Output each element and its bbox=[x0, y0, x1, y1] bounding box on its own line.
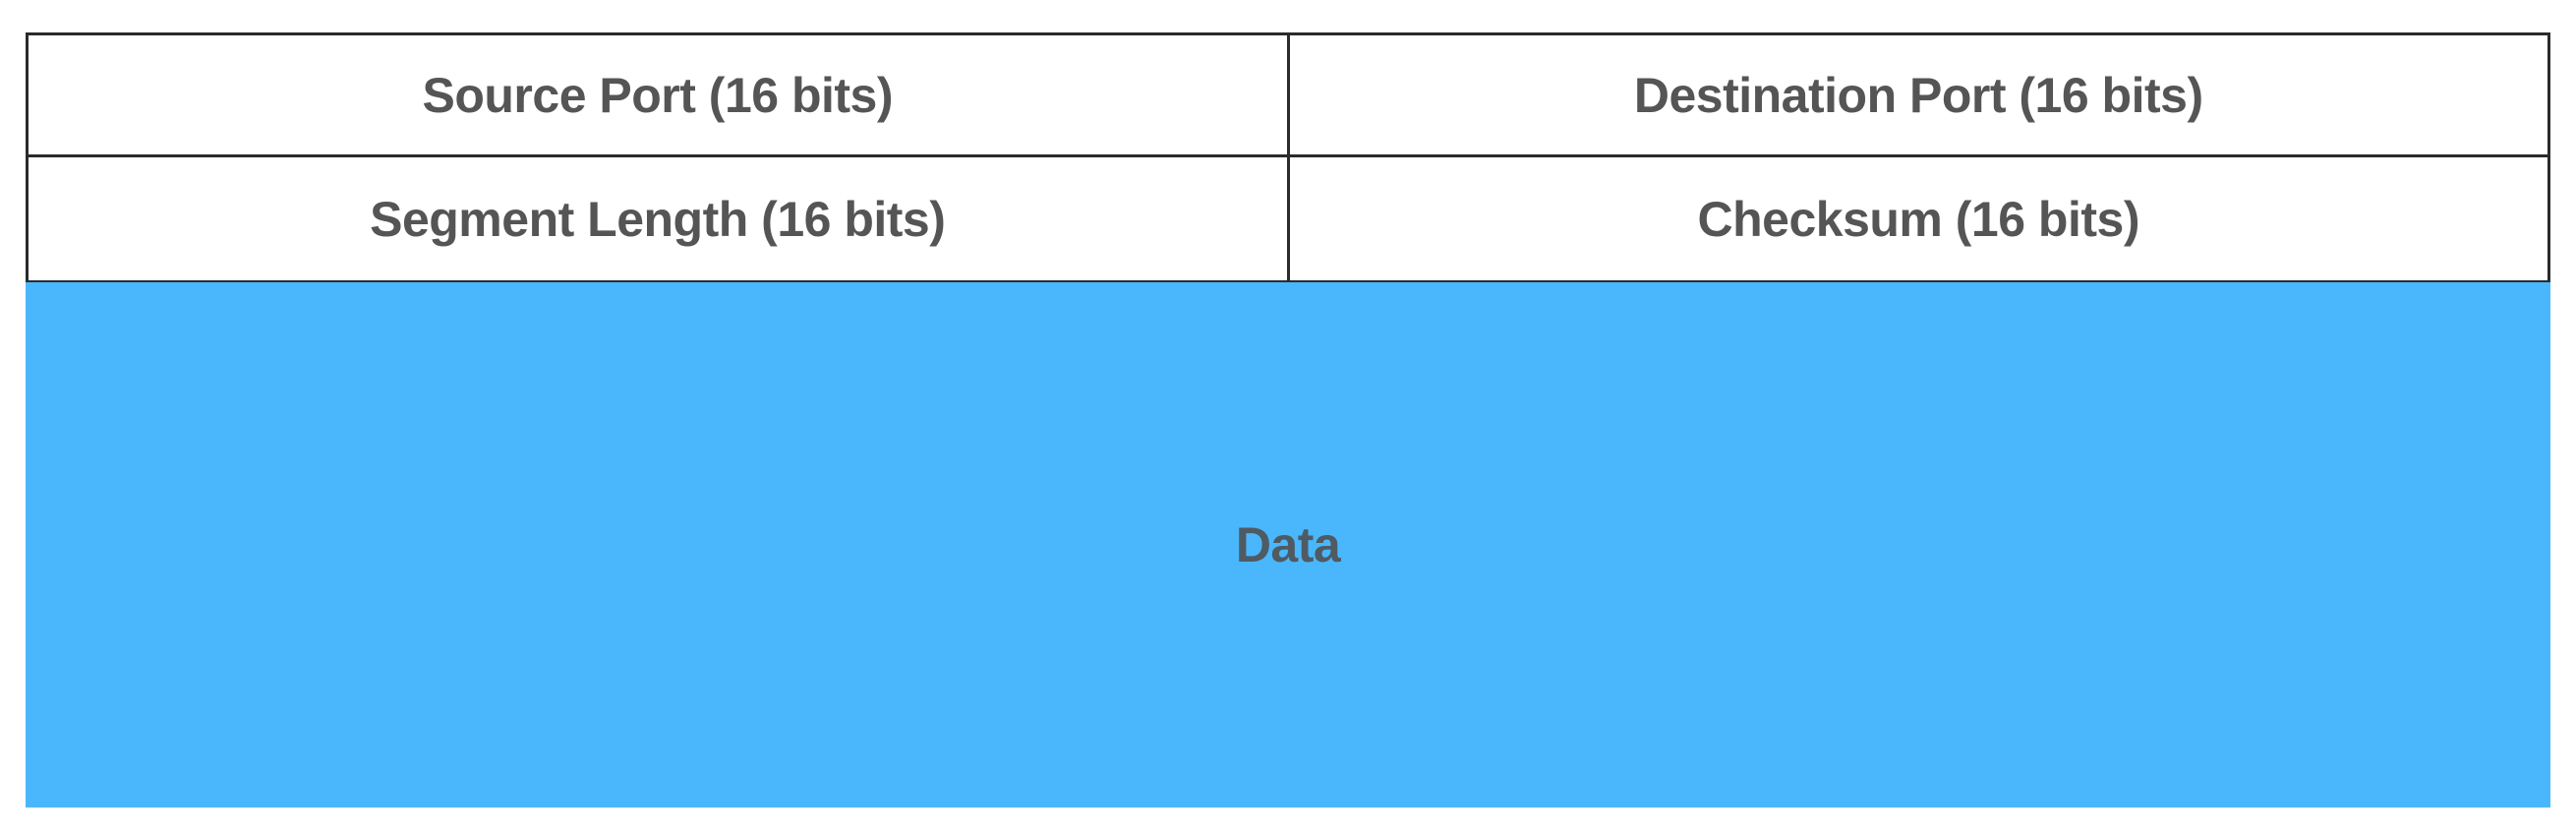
data-label: Data bbox=[1235, 517, 1341, 572]
udp-segment-diagram: Source Port (16 bits) Destination Port (… bbox=[26, 32, 2550, 808]
data-payload-block: Data bbox=[26, 282, 2550, 808]
checksum-field: Checksum (16 bits) bbox=[1290, 157, 2548, 280]
header-row-length-checksum: Segment Length (16 bits) Checksum (16 bi… bbox=[26, 157, 2550, 282]
source-port-field: Source Port (16 bits) bbox=[29, 35, 1290, 154]
segment-length-field: Segment Length (16 bits) bbox=[29, 157, 1290, 280]
checksum-label: Checksum (16 bits) bbox=[1697, 191, 2140, 247]
header-row-ports: Source Port (16 bits) Destination Port (… bbox=[26, 32, 2550, 157]
destination-port-field: Destination Port (16 bits) bbox=[1290, 35, 2548, 154]
source-port-label: Source Port (16 bits) bbox=[422, 67, 894, 123]
segment-length-label: Segment Length (16 bits) bbox=[370, 191, 946, 247]
destination-port-label: Destination Port (16 bits) bbox=[1633, 67, 2203, 123]
